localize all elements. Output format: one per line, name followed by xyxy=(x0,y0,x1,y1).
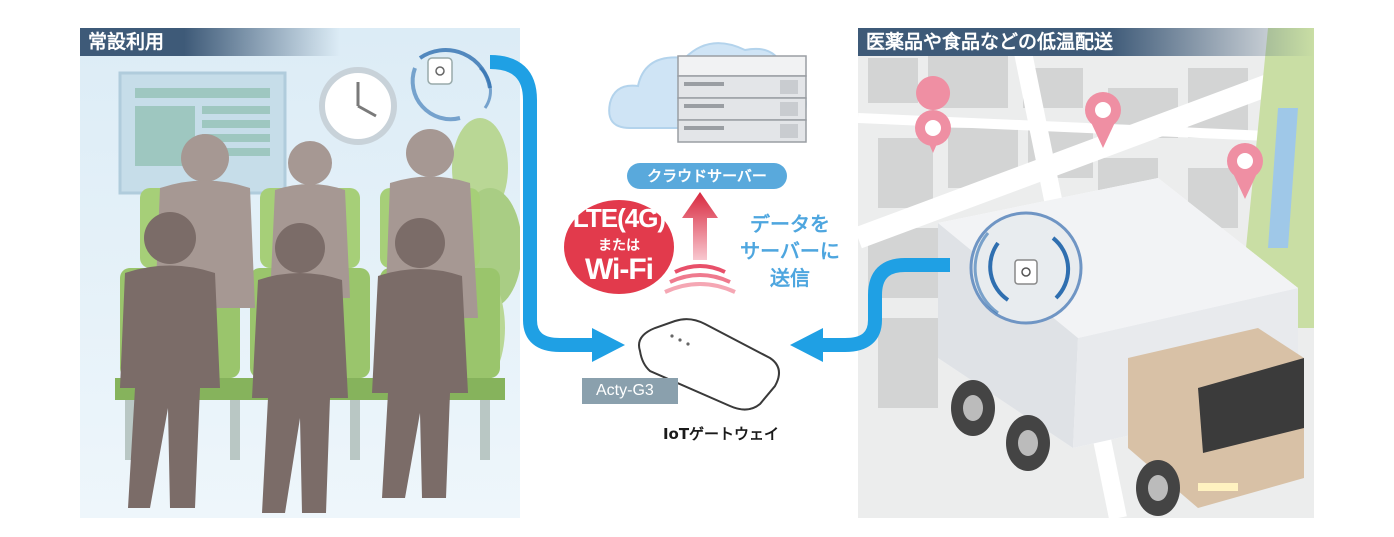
up-arrow-icon xyxy=(682,192,718,260)
right-panel: 医薬品や食品などの低温配送 xyxy=(858,28,1314,518)
upload-signal xyxy=(664,192,736,294)
connectivity-label: LTE(4G) または Wi-Fi xyxy=(563,199,675,295)
left-panel: 常設利用 xyxy=(80,28,520,518)
transmit-line1: データを xyxy=(750,212,830,236)
right-panel-title: 医薬品や食品などの低温配送 xyxy=(858,28,1314,56)
connectivity-line2: または xyxy=(598,237,640,253)
connectivity-line3: Wi-Fi xyxy=(584,253,654,286)
gateway-label: IoTゲートウェイ xyxy=(662,425,780,443)
transmit-line3: 送信 xyxy=(770,266,810,290)
people-front-row xyxy=(120,212,468,513)
gateway-model-label: Acty-G3 xyxy=(582,378,678,404)
map-pin-icon xyxy=(915,76,1263,199)
server-rack-icon xyxy=(677,55,807,143)
right-arrow-icon xyxy=(592,328,625,362)
transmit-line2: サーバーに xyxy=(740,239,840,263)
gateway-device xyxy=(638,318,780,411)
connectivity-line1: LTE(4G) xyxy=(572,203,666,233)
notice-board xyxy=(118,71,287,195)
clock-icon xyxy=(319,67,397,145)
waiting-room-illustration xyxy=(80,28,520,518)
beacon-sensor-icon xyxy=(410,48,492,122)
cloud-server-label: クラウドサーバー xyxy=(627,163,787,189)
transmit-label: データを サーバーに 送信 xyxy=(730,211,850,292)
lte-badge xyxy=(564,200,674,294)
left-panel-title: 常設利用 xyxy=(80,28,340,56)
beacon-sensor-icon xyxy=(969,211,1083,325)
delivery-map-illustration xyxy=(858,28,1314,518)
left-arrow-icon xyxy=(790,328,823,362)
cloud-server-illustration xyxy=(608,42,807,143)
